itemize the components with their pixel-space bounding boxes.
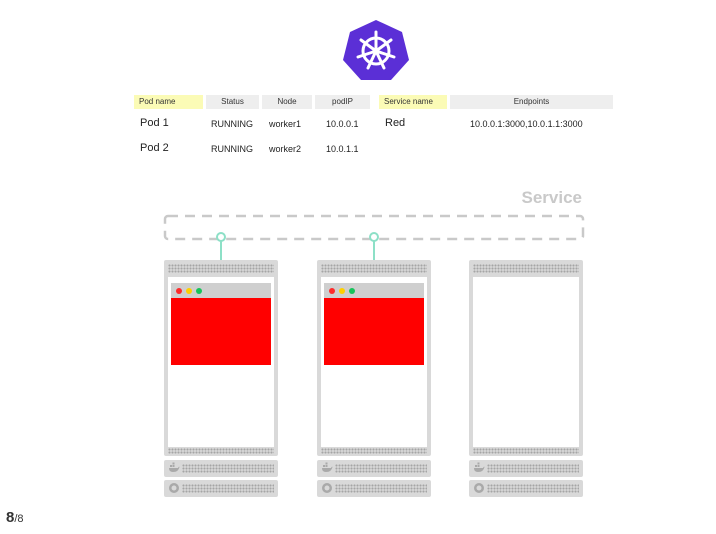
disk-icon bbox=[322, 483, 332, 493]
header-endpoints: Endpoints bbox=[450, 95, 613, 109]
yellow-dot-icon bbox=[339, 288, 345, 294]
server-vent bbox=[321, 448, 427, 454]
server-vent bbox=[168, 264, 274, 273]
unit-vent bbox=[335, 464, 427, 473]
pod-2-status: RUNNING bbox=[211, 144, 253, 154]
header-service-name: Service name bbox=[379, 95, 447, 109]
window-titlebar bbox=[171, 283, 271, 298]
worker2-disk-unit bbox=[317, 480, 431, 497]
worker1-disk-unit bbox=[164, 480, 278, 497]
server-vent bbox=[168, 448, 274, 454]
worker2-docker-unit bbox=[317, 460, 431, 477]
pod-2-name: Pod 2 bbox=[140, 142, 169, 154]
disk-icon bbox=[169, 483, 179, 493]
worker1-docker-unit bbox=[164, 460, 278, 477]
yellow-dot-icon bbox=[186, 288, 192, 294]
pod-1-name: Pod 1 bbox=[140, 117, 169, 129]
worker3-disk-unit bbox=[469, 480, 583, 497]
docker-icon bbox=[474, 462, 485, 472]
service-endpoints: 10.0.0.1:3000,10.0.1.1:3000 bbox=[470, 119, 583, 129]
green-dot-icon bbox=[349, 288, 355, 294]
server-vent bbox=[473, 448, 579, 454]
pod-1-node: worker1 bbox=[269, 119, 302, 129]
header-podip: podIP bbox=[315, 95, 370, 109]
unit-vent bbox=[487, 464, 579, 473]
docker-icon bbox=[322, 462, 333, 472]
worker3-docker-unit bbox=[469, 460, 583, 477]
pod-2-ip: 10.0.1.1 bbox=[326, 144, 359, 154]
window-titlebar bbox=[324, 283, 424, 298]
docker-icon bbox=[169, 462, 180, 472]
unit-vent bbox=[487, 484, 579, 493]
endpoint-pod-2 bbox=[369, 232, 379, 242]
server-panel bbox=[473, 277, 579, 447]
service-name: Red bbox=[385, 117, 406, 129]
endpoint-pod-1 bbox=[216, 232, 226, 242]
page-total: /8 bbox=[14, 513, 24, 525]
service-label: Service bbox=[521, 188, 583, 207]
pod-1-status: RUNNING bbox=[211, 119, 253, 129]
header-status: Status bbox=[206, 95, 259, 109]
red-dot-icon bbox=[329, 288, 335, 294]
unit-vent bbox=[182, 464, 274, 473]
header-pod-name: Pod name bbox=[134, 95, 203, 109]
pod-2-node: worker2 bbox=[269, 144, 302, 154]
header-node: Node bbox=[262, 95, 312, 109]
kubernetes-logo-icon bbox=[343, 20, 409, 80]
unit-vent bbox=[335, 484, 427, 493]
server-vent bbox=[321, 264, 427, 273]
server-vent bbox=[473, 264, 579, 273]
pod-2-window bbox=[324, 283, 424, 365]
unit-vent bbox=[182, 484, 274, 493]
pod-1-ip: 10.0.0.1 bbox=[326, 119, 359, 129]
worker3-server bbox=[469, 260, 583, 456]
red-dot-icon bbox=[176, 288, 182, 294]
pod-1-window bbox=[171, 283, 271, 365]
page-current: 8 bbox=[6, 509, 15, 526]
service-boundary bbox=[163, 214, 585, 241]
green-dot-icon bbox=[196, 288, 202, 294]
disk-icon bbox=[474, 483, 484, 493]
page-indicator: 8/8 bbox=[6, 509, 24, 526]
